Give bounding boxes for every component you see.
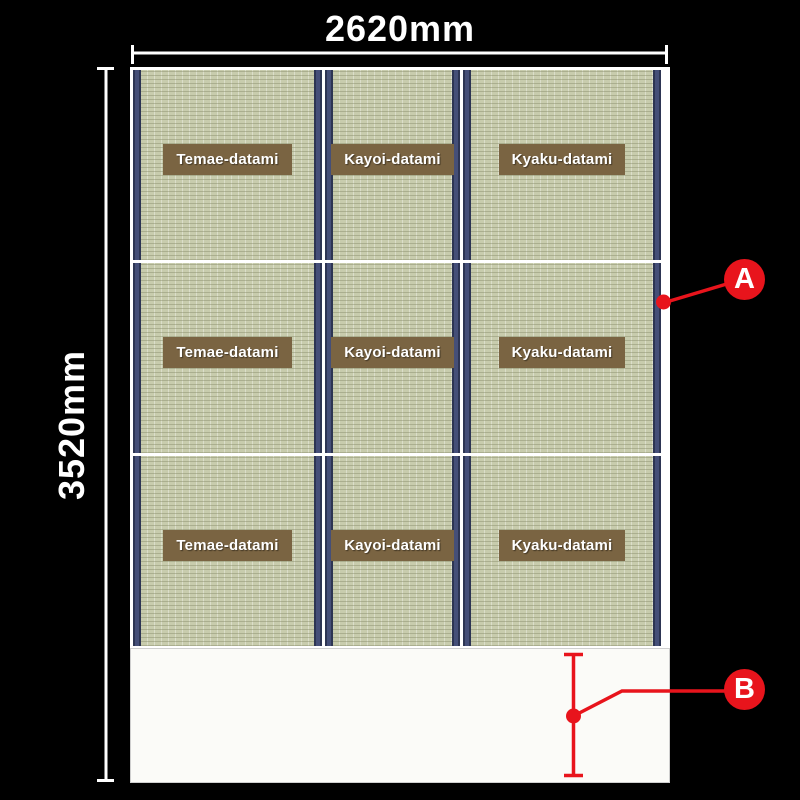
annotation-a-marker: A — [724, 259, 765, 300]
width-dimension-label: 2620mm — [324, 8, 476, 49]
tatami-mat-kayoi-1: Kayoi-datami — [325, 70, 460, 260]
room-outline: Temae-datami Kayoi-datami Kyaku-datami T… — [130, 67, 670, 783]
tatami-mat-temae-2: Temae-datami — [133, 263, 322, 453]
annotation-b-letter: B — [734, 673, 755, 705]
mat-label: Temae-datami — [163, 336, 292, 368]
tatami-mat-temae-3: Temae-datami — [133, 456, 322, 646]
annotation-a-letter: A — [734, 263, 755, 295]
tatami-mat-kyaku-3: Kyaku-datami — [463, 456, 661, 646]
tatami-row-1: Temae-datami Kayoi-datami Kyaku-datami — [133, 70, 670, 260]
tatami-grid: Temae-datami Kayoi-datami Kyaku-datami T… — [130, 67, 670, 648]
mat-label: Kyaku-datami — [498, 336, 626, 368]
height-dimension-label: 3520mm — [51, 349, 92, 501]
mat-label: Temae-datami — [163, 529, 292, 561]
tatami-mat-kayoi-2: Kayoi-datami — [325, 263, 460, 453]
mat-label: Kayoi-datami — [331, 529, 454, 561]
tatami-mat-kyaku-1: Kyaku-datami — [463, 70, 661, 260]
mat-label: Kyaku-datami — [498, 529, 626, 561]
tatami-mat-temae-1: Temae-datami — [133, 70, 322, 260]
lower-floor-area — [130, 648, 670, 783]
mat-label: Temae-datami — [163, 143, 292, 175]
tatami-row-2: Temae-datami Kayoi-datami Kyaku-datami — [133, 263, 670, 453]
annotation-b-marker: B — [724, 669, 765, 710]
mat-label: Kayoi-datami — [331, 143, 454, 175]
tatami-mat-kyaku-2: Kyaku-datami — [463, 263, 661, 453]
mat-label: Kyaku-datami — [498, 143, 626, 175]
tatami-row-3: Temae-datami Kayoi-datami Kyaku-datami — [133, 456, 670, 646]
height-dimension-line — [97, 67, 114, 782]
tatami-mat-kayoi-3: Kayoi-datami — [325, 456, 460, 646]
mat-label: Kayoi-datami — [331, 336, 454, 368]
